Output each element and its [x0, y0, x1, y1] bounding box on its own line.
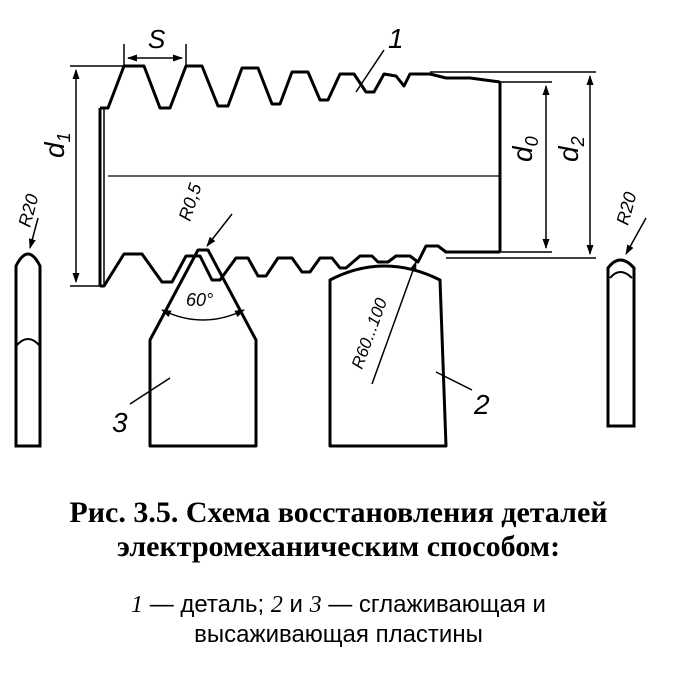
right-side-view-outline [606, 258, 636, 428]
left-side-view-outline [14, 252, 42, 448]
left-side-view [14, 217, 42, 448]
r05-leader [206, 213, 233, 247]
r20-right-label: R20 [613, 190, 641, 227]
legend-line-1: 1 — деталь; 2 и 3 — сглаживающая и [0, 590, 677, 620]
d2-label: d2 [553, 136, 588, 162]
left-side-view-edge [15, 338, 41, 347]
right-side-view-edge [609, 271, 633, 279]
legend-num-2: 2 [270, 592, 283, 618]
legend-text-1: — деталь; [143, 591, 271, 618]
angle-arc [161, 309, 245, 321]
d1-label: d1 [39, 132, 74, 158]
part-bottom-thread-profile [100, 244, 500, 288]
legend-line-2: высаживающая пластины [194, 621, 483, 648]
plate-2-outline [328, 264, 448, 448]
r20-left-label: R20 [15, 192, 43, 229]
left-r20-leader [28, 217, 39, 249]
d0-label: d0 [507, 136, 542, 162]
angle-label: 60° [186, 290, 213, 310]
right-side-view [606, 217, 647, 428]
plate-2 [328, 264, 448, 448]
threaded-part [98, 64, 502, 288]
plate2-leader [435, 371, 473, 391]
legend-text-2: и [282, 591, 310, 618]
r60-leader [371, 261, 417, 385]
legend-num-1: 1 [131, 592, 144, 618]
r60-100-label: R60...100 [348, 295, 391, 371]
pitch-label: S [148, 24, 166, 54]
plate2-number-label: 2 [473, 389, 490, 420]
right-r20-leader [625, 217, 647, 255]
figure-legend: 1 — деталь; 2 и 3 — сглаживающая и высаж… [0, 590, 677, 650]
plate3-number-label: 3 [112, 407, 128, 438]
plate-2-annotations [371, 261, 473, 391]
figure-caption: Рис. 3.5. Схема восстановления деталей э… [0, 496, 677, 564]
caption-line-1: Рис. 3.5. Схема восстановления деталей [69, 496, 608, 529]
legend-text-3: — сглаживающая и [321, 591, 546, 618]
r05-label: R0,5 [175, 180, 206, 223]
plate-3 [148, 248, 258, 448]
plate-3-annotations [129, 213, 245, 405]
part1-leader [355, 49, 385, 93]
plate-3-outline [148, 248, 258, 448]
dimensions [70, 44, 596, 287]
plate3-leader [129, 377, 171, 405]
caption-line-2: электромеханическим способом: [116, 530, 561, 563]
part-top-thread-profile [100, 64, 501, 110]
diagram: S 1 d1 d0 d2 R20 R20 R0,5 60° R60...100 … [14, 23, 647, 448]
legend-num-3: 3 [309, 592, 322, 618]
part-number-label: 1 [388, 23, 404, 54]
